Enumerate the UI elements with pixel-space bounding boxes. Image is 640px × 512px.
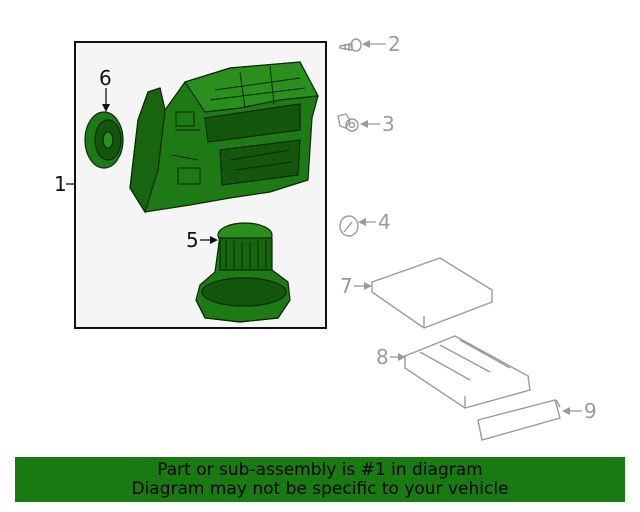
screw-illustration (339, 38, 362, 52)
filter-tray-illustration (403, 335, 531, 409)
disclaimer-banner: Part or sub-assembly is #1 in diagram Di… (15, 457, 625, 502)
leader-lines (66, 40, 582, 415)
callout-9: 9 (584, 399, 597, 423)
callout-1: 1 (54, 172, 67, 196)
filter-cover-illustration (477, 399, 561, 441)
disclaimer-line-1: Part or sub-assembly is #1 in diagram (157, 459, 483, 480)
callout-5: 5 (186, 228, 199, 252)
blower-motor-illustration (195, 222, 291, 323)
filter-illustration (370, 257, 494, 329)
callout-7: 7 (340, 274, 353, 298)
grommet-illustration (339, 215, 359, 237)
fan-wheel-illustration (84, 111, 124, 169)
callout-8: 8 (376, 345, 389, 369)
callout-3: 3 (382, 112, 395, 136)
heater-unit-illustration (129, 61, 319, 214)
bolt-illustration (337, 113, 359, 132)
disclaimer-line-2: Diagram may not be specific to your vehi… (131, 478, 509, 499)
callout-2: 2 (388, 32, 401, 56)
callout-6: 6 (99, 66, 112, 90)
callout-4: 4 (378, 210, 391, 234)
